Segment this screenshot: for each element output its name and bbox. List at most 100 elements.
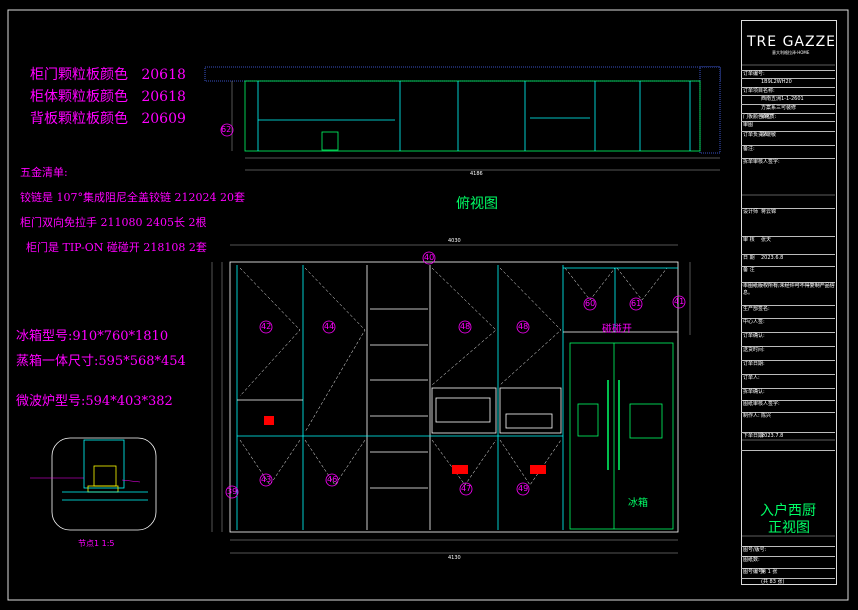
tag-48: 48 [460, 322, 471, 331]
title-block-row: 拆单审核人签字: [741, 158, 835, 165]
title-block-key: 设计师 [743, 209, 759, 215]
drawing-border [7, 9, 849, 601]
title-block-row: 西南五洲1-1-2601 [741, 95, 835, 102]
dim-front-total: 4030 [448, 238, 461, 244]
title-block-row: 1B9L2WH20 [741, 78, 835, 85]
title-block-row: 日 期 2023.6.8 [741, 254, 835, 261]
tag-60: 60 [585, 299, 596, 308]
title-block-key: 备注: [743, 146, 755, 152]
title-block-row: 订单负责人:陈晓敏 [741, 131, 835, 138]
title-block-key: 本图纸版权所有,未经许可不得复制产品信息。 [743, 283, 835, 296]
title-block-key: 备 注 [743, 267, 755, 273]
title-block-row: 订单编号: [741, 70, 835, 77]
title-block-row: 下单日期:2023.7.8 [741, 432, 835, 439]
title-block-key: 订单日期: [743, 361, 765, 367]
tag-41: 41 [674, 297, 685, 306]
title-block-row: 拆单确认: [741, 388, 835, 395]
title-block-value: (共 83 张) [761, 579, 785, 585]
title-block-row: 图号编号:第 1 张 [741, 568, 835, 575]
tag-48b: 48 [518, 322, 529, 331]
title-block-key: 日 期 [743, 255, 755, 261]
hardware-item: 铰链是 107°集成阻尼全盖铰链 212024 20套 [20, 191, 245, 204]
push-open-label: 碰碰开 [602, 324, 632, 335]
title-block-key: 图纸数: [743, 557, 760, 563]
title-block-row: 订单确认: [741, 332, 835, 339]
title-block-row: 方案系三可装修 [741, 104, 835, 111]
title-block-row: 备注: [741, 145, 835, 152]
appliance-fridge: 冰箱型号:910*760*1810 [16, 329, 169, 344]
title-block-key: 订单项目名称: [743, 88, 775, 94]
title-block-key: 审 核 [743, 237, 755, 243]
title-block-value: 2023.7.8 [761, 433, 784, 439]
title-block-value: 西南五洲1-1-2601 [761, 96, 804, 102]
title-block-row: 中心人签: [741, 318, 835, 325]
hardware-list: 五金清单: 铰链是 107°集成阻尼全盖铰链 212024 20套 柜门双向免拉… [20, 160, 245, 260]
tag-39: 39 [227, 487, 238, 496]
front-view-elevation [211, 244, 691, 554]
title-block-row: (共 83 张) [741, 578, 835, 585]
spec-line: 柜体颗粒板颜色 20618 [30, 89, 186, 105]
title-block-key: 送货时间: [743, 347, 765, 353]
tag-46: 46 [327, 475, 338, 484]
title-block-row: 审图 [741, 121, 835, 128]
fridge-label: 冰箱 [628, 498, 648, 509]
title-block-key: 订单负责人: [743, 132, 770, 138]
title-block-row: 本图纸版权所有,未经许可不得复制产品信息。 [741, 282, 835, 296]
title-block-value: 2023.6.8 [761, 255, 784, 261]
title-block-key: 订单编号: [743, 71, 765, 77]
tag-42: 42 [261, 322, 272, 331]
title-block-row: 门板颜色/材质:颗粒 [741, 113, 835, 120]
title-block-value: 张天 [761, 237, 772, 243]
title-block-value: 颗粒 [761, 114, 772, 120]
title-block-key: 门板颜色/材质: [743, 114, 777, 120]
title-block-value: 蒋云锦 [761, 209, 777, 215]
tag-49: 49 [518, 484, 529, 493]
tag-43: 43 [261, 475, 272, 484]
title-block-key: 图号编号: [743, 569, 765, 575]
title-block-grid [741, 64, 835, 537]
title-block-row: 备 注 [741, 266, 835, 273]
title-block-row: 设计师蒋云锦 [741, 208, 835, 215]
appliance-microwave: 微波炉型号:594*403*382 [16, 394, 173, 409]
title-block-row: 图号/版号: [741, 546, 835, 553]
tag-62: 62 [221, 125, 232, 134]
tag-47: 47 [461, 484, 472, 493]
title-block [741, 20, 837, 585]
material-spec-list: 柜门颗粒板颜色 20618 柜体颗粒板颜色 20618 背板颗粒板颜色 2060… [30, 64, 186, 130]
front-view-label-1: 入户西厨 [760, 503, 816, 519]
spec-line: 柜门颗粒板颜色 20618 [30, 67, 186, 83]
title-block-key: 图纸审核人签字: [743, 401, 780, 407]
detail-label: 节点1 1:5 [78, 539, 115, 548]
title-block-row: 送货时间: [741, 346, 835, 353]
title-block-value: 1B9L2WH20 [761, 79, 792, 85]
title-block-row: 订单项目名称: [741, 87, 835, 94]
appliance-steamer: 蒸箱一体尺寸:595*568*454 [16, 354, 186, 369]
title-block-key: 中心人签: [743, 319, 765, 325]
hardware-item: 柜门双向免拉手 211080 2405长 2根 [20, 216, 207, 229]
brand-logo: TRE GAZZE [747, 34, 837, 50]
title-block-key: 拆单审核人签字: [743, 159, 780, 165]
detail-node-1 [30, 437, 157, 531]
front-view-label-2: 正视图 [768, 520, 810, 536]
tag-44: 44 [324, 322, 335, 331]
title-block-key: 制作人: [743, 413, 760, 419]
tag-40: 40 [424, 253, 435, 262]
title-block-key: 订单人: [743, 375, 760, 381]
title-block-row: 图纸审核人签字: [741, 400, 835, 407]
title-block-row [741, 450, 835, 451]
title-block-key: 图号/版号: [743, 547, 767, 553]
title-block-value: 第 1 张 [761, 569, 778, 575]
dim-top-total: 4186 [470, 171, 483, 177]
title-block-row: 订单人: [741, 374, 835, 381]
title-block-key: 拆单确认: [743, 389, 765, 395]
dim-bottom-total: 4130 [448, 555, 461, 561]
title-block-value: 陈兴 [761, 413, 772, 419]
spec-line: 背板颗粒板颜色 20609 [30, 111, 186, 127]
title-block-value: 方案系三可装修 [761, 105, 797, 111]
tag-61: 61 [631, 299, 642, 308]
title-block-row: 生产部签名: [741, 305, 835, 312]
brand-subtitle: 意大利格拉泽·HOME [772, 50, 810, 55]
title-block-row: 制作人:陈兴 [741, 412, 835, 419]
